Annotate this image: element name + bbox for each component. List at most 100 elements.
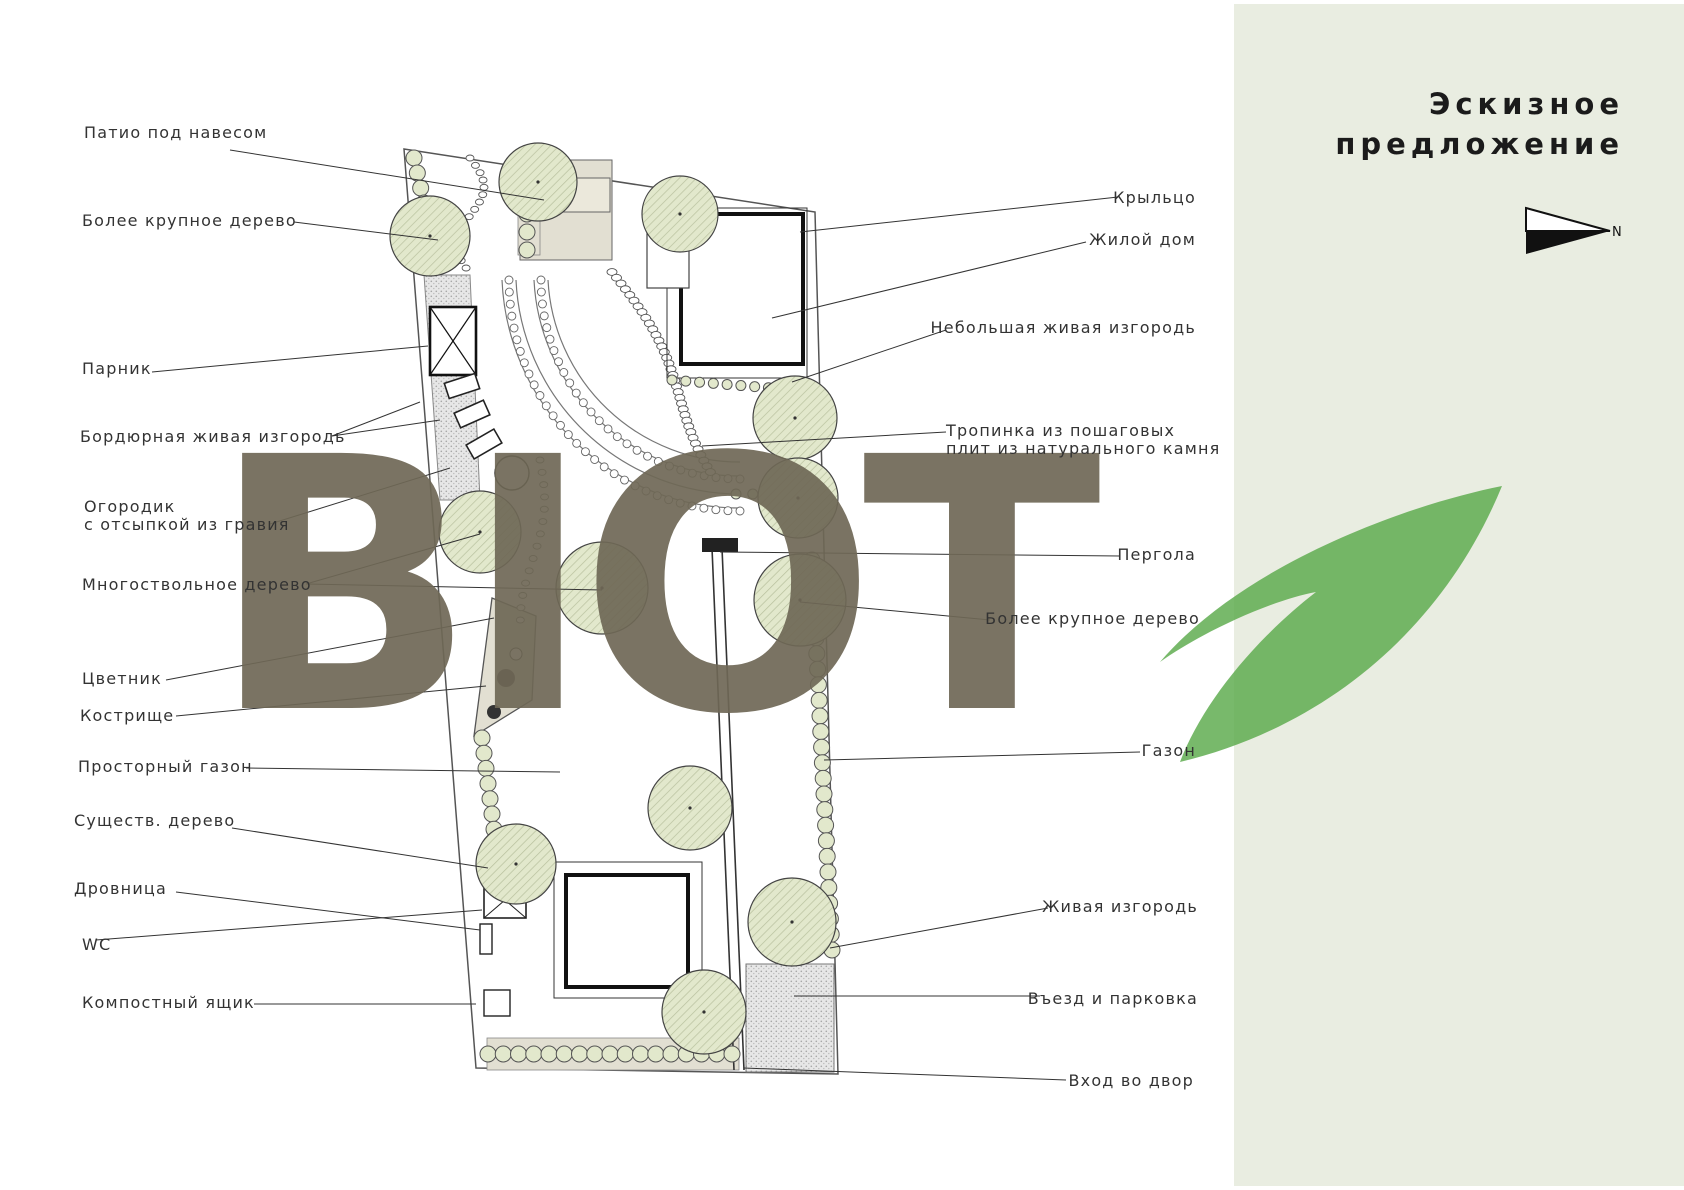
- stepping-stone: [516, 604, 526, 612]
- arc-hedge-inner-bush: [603, 424, 613, 434]
- tree-trunk-3: [678, 212, 682, 216]
- hedge-rear-bush: [510, 1045, 527, 1063]
- raised-bed-3: [465, 427, 503, 461]
- arc-hedge-inner-bush: [542, 323, 552, 333]
- leader-line: [175, 685, 487, 717]
- arc-hedge-inner-bush: [578, 398, 588, 408]
- hedge-rear-bush: [540, 1045, 558, 1063]
- hedge-house-small-bush: [735, 380, 747, 392]
- stepping-stone: [538, 518, 548, 525]
- label-lawn: Газон: [1141, 741, 1196, 760]
- leader-line: [165, 617, 495, 681]
- stepping-stone: [479, 183, 489, 191]
- tree-trunk-7: [478, 530, 482, 534]
- arc-hedge-outer-bush: [505, 299, 515, 309]
- stepping-stone: [470, 205, 480, 213]
- north-letter: N: [1612, 225, 1622, 240]
- hedge-house-small-2-bush: [730, 488, 742, 500]
- house-footprint-outer: [666, 207, 808, 379]
- stepping-stone: [537, 468, 547, 476]
- leader-line: [293, 221, 439, 241]
- arc-hedge-inner-bush: [565, 378, 575, 388]
- arc-hedge-outer-bush: [687, 501, 697, 511]
- arc-hedge-outer-bush: [630, 481, 640, 491]
- leader-line: [151, 345, 429, 373]
- label-porch: Крыльцо: [1113, 188, 1196, 207]
- arc-hedge-outer-bush: [620, 475, 629, 485]
- arc-hedge-outer-bush: [580, 447, 590, 457]
- title-line-1: Эскизное: [1429, 87, 1624, 121]
- arc-hedge-inner-bush: [676, 465, 686, 475]
- arc-hedge-outer-bush: [675, 498, 685, 508]
- stepping-stone: [615, 279, 627, 288]
- tree-trunk-9: [688, 806, 692, 810]
- label-veg-garden-line1: Огородик: [84, 497, 176, 516]
- label-stone-path-line2: плит из натурального камня: [946, 439, 1221, 458]
- arc-hedge-inner-bush: [536, 275, 546, 285]
- hedge-rear-bush: [662, 1045, 680, 1063]
- hedge-right-bush: [812, 723, 830, 741]
- label-veg-garden-line2: с отсыпкой из гравия: [84, 515, 290, 534]
- tree-trunk-1: [536, 180, 540, 184]
- arc-hedge-outer-bush: [590, 455, 600, 464]
- arc-hedge-outer-bush: [572, 438, 582, 448]
- label-border-hedge: Бордюрная живая изгородь: [80, 427, 346, 446]
- leader-line: [331, 419, 441, 437]
- tree-trunk-8: [600, 586, 604, 590]
- label-entrance: Вход во двор: [1068, 1071, 1194, 1090]
- hedge-left-lawn-bush: [479, 775, 497, 793]
- leader-line: [799, 196, 1119, 233]
- hedge-right-bush: [809, 676, 827, 694]
- hedge-rear-bush: [647, 1045, 665, 1063]
- label-compost: Компостный ящик: [82, 993, 255, 1012]
- arc-hedge-outer-bush: [541, 401, 551, 411]
- stepping-stone: [535, 456, 545, 464]
- arc-hedge-inner-bush: [643, 451, 652, 461]
- arc-hedge-outer-bush: [641, 486, 651, 496]
- round-bed: [494, 455, 530, 491]
- hedge-right-bush: [819, 863, 837, 881]
- arc-hedge-outer-bush: [556, 420, 565, 430]
- hedge-right-bush: [818, 847, 836, 865]
- arc-hedge-outer-bush: [599, 462, 609, 472]
- hedge-right-bush: [813, 738, 831, 756]
- tree-trunk-10: [514, 862, 518, 866]
- main-house: [679, 212, 805, 366]
- leader-line: [823, 751, 1141, 761]
- hedge-right-bush: [811, 707, 829, 725]
- hedge-left-top-bush: [405, 149, 423, 167]
- label-large-tree-right: Более крупное дерево: [985, 609, 1200, 628]
- hedge-rear-bush: [555, 1045, 573, 1063]
- outbuilding-footprint: [553, 861, 703, 999]
- hedge-left-lawn-bush: [473, 729, 491, 747]
- arc-hedge-inner-bush: [559, 368, 569, 377]
- arc-hedge-outer-bush: [507, 311, 517, 321]
- parking-area: [745, 963, 835, 1073]
- hedge-right-bush: [808, 645, 826, 663]
- hedge-rear-bush: [723, 1045, 741, 1063]
- hedge-left-lawn-bush: [477, 759, 495, 777]
- stepping-stone: [461, 264, 471, 272]
- hedge-right-bush: [809, 660, 827, 678]
- leader-line: [829, 907, 1049, 949]
- hedge-right-bush: [810, 691, 828, 709]
- hedge-right-bush: [814, 769, 832, 787]
- stepping-stone: [475, 198, 484, 206]
- stepping-stone: [515, 616, 525, 624]
- stepping-stone: [539, 505, 549, 513]
- hedge-house-small-bush: [707, 377, 719, 389]
- arc-hedge-outer-bush: [519, 358, 529, 368]
- label-hedge: Живая изгородь: [1042, 897, 1198, 916]
- hedge-rear-bush: [479, 1045, 497, 1063]
- leader-line: [719, 551, 1121, 557]
- stepping-stone: [611, 273, 622, 282]
- arc-hedge-outer-bush: [504, 275, 514, 285]
- stepping-stone: [518, 591, 528, 599]
- arc-hedge-outer-bush: [535, 391, 545, 400]
- arc-hedge-outer-bush: [512, 335, 522, 345]
- label-stone-path: Тропинка из пошаговых плит из натурально…: [946, 422, 1221, 458]
- hedge-right-bush: [816, 801, 834, 819]
- leader-lines: [95, 149, 1141, 1081]
- stepping-stone: [540, 493, 549, 501]
